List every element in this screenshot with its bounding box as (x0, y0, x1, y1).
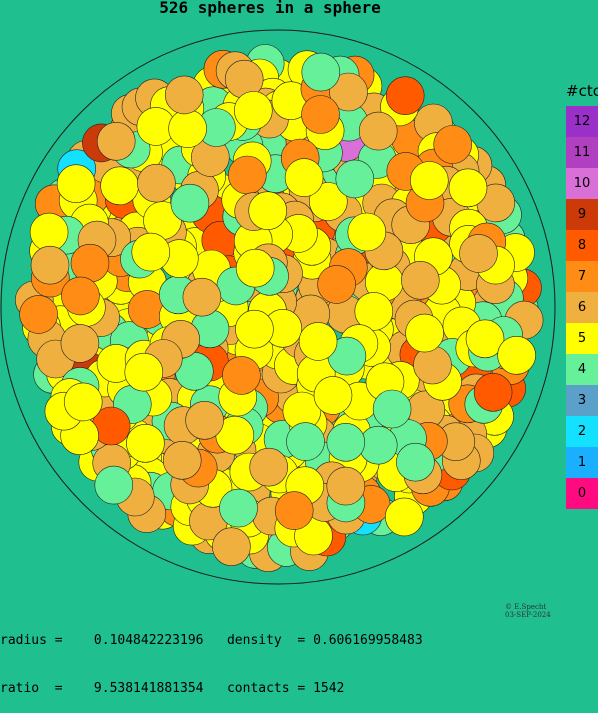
packed-sphere (301, 52, 341, 92)
packed-sphere (30, 245, 70, 285)
packed-sphere (56, 164, 96, 203)
packed-sphere (63, 382, 103, 422)
packed-spheres (14, 44, 544, 573)
packed-sphere (286, 422, 325, 461)
packed-sphere (19, 295, 58, 334)
packed-sphere (96, 122, 136, 161)
packed-sphere (358, 425, 398, 465)
legend-item-4: 4 (566, 354, 598, 385)
packed-sphere (70, 243, 110, 283)
packed-sphere (284, 158, 324, 197)
packed-sphere (182, 277, 222, 317)
container-sphere-outline (0, 29, 556, 585)
packed-sphere (29, 212, 69, 252)
packed-sphere (313, 376, 353, 415)
packed-sphere (317, 265, 356, 304)
packed-sphere (384, 497, 424, 537)
packed-sphere (459, 234, 498, 273)
legend-item-11: 11 (566, 137, 598, 168)
packed-sphere (358, 111, 398, 151)
packed-sphere (473, 372, 513, 412)
legend-title: #ctc (566, 82, 598, 100)
copyright-notice: © E.Specht 03-SEP-2024 (505, 603, 551, 619)
packed-sphere (335, 159, 375, 199)
packed-sphere (409, 161, 449, 200)
packed-sphere (413, 345, 452, 385)
legend-item-6: 6 (566, 292, 598, 323)
figure-title: 526 spheres in a sphere (159, 0, 381, 17)
legend-item-10: 10 (566, 168, 598, 199)
packed-sphere (164, 75, 204, 115)
packed-sphere (301, 95, 340, 134)
sphere-packing-diagram (0, 29, 556, 585)
packed-sphere (326, 466, 366, 506)
statistics-block: radius = 0.104842223196 density = 0.6061… (0, 601, 423, 713)
packed-sphere (235, 309, 274, 349)
packed-sphere (168, 109, 207, 148)
legend-item-0: 0 (566, 478, 598, 509)
packed-sphere (347, 212, 387, 252)
packed-sphere (235, 248, 275, 288)
packed-sphere (448, 168, 488, 208)
packed-sphere (354, 292, 394, 331)
packed-sphere (396, 442, 435, 482)
packed-sphere (249, 447, 289, 487)
legend-item-1: 1 (566, 447, 598, 478)
packed-sphere (94, 465, 134, 505)
packed-sphere (219, 488, 258, 528)
packed-sphere (61, 276, 100, 316)
packed-sphere (274, 491, 314, 530)
legend-item-7: 7 (566, 261, 598, 292)
packed-sphere (228, 155, 267, 195)
packed-sphere (497, 335, 536, 375)
packed-sphere (60, 324, 100, 363)
copyright-date: 03-SEP-2024 (505, 611, 551, 619)
packed-sphere (248, 191, 288, 230)
packed-sphere (126, 423, 165, 463)
packed-sphere (405, 313, 444, 353)
packed-sphere (298, 322, 338, 361)
packed-sphere (124, 352, 164, 392)
packed-sphere (326, 422, 366, 462)
stats-line-radius-density: radius = 0.104842223196 density = 0.6061… (0, 633, 423, 648)
packed-sphere (433, 125, 473, 164)
packed-sphere (372, 389, 412, 429)
packed-sphere (131, 232, 171, 272)
packed-sphere (162, 440, 202, 480)
packed-sphere (137, 163, 176, 203)
stats-line-ratio-contacts: ratio = 9.538141881354 contacts = 1542 (0, 681, 345, 696)
legend-item-2: 2 (566, 416, 598, 447)
packed-sphere (170, 183, 210, 223)
packed-sphere (308, 182, 348, 221)
packed-sphere (234, 91, 273, 130)
packed-sphere (400, 260, 440, 300)
packed-sphere (212, 527, 251, 567)
legend-item-5: 5 (566, 323, 598, 354)
legend-item-12: 12 (566, 106, 598, 137)
packed-sphere (465, 319, 505, 359)
packed-sphere (222, 356, 261, 395)
packed-sphere (100, 166, 139, 206)
packed-sphere (185, 400, 224, 440)
packed-sphere (329, 72, 368, 112)
copyright-author: © E.Specht (505, 603, 547, 611)
packed-sphere (385, 76, 425, 115)
legend-item-8: 8 (566, 230, 598, 261)
legend-item-3: 3 (566, 385, 598, 416)
legend-item-9: 9 (566, 199, 598, 230)
